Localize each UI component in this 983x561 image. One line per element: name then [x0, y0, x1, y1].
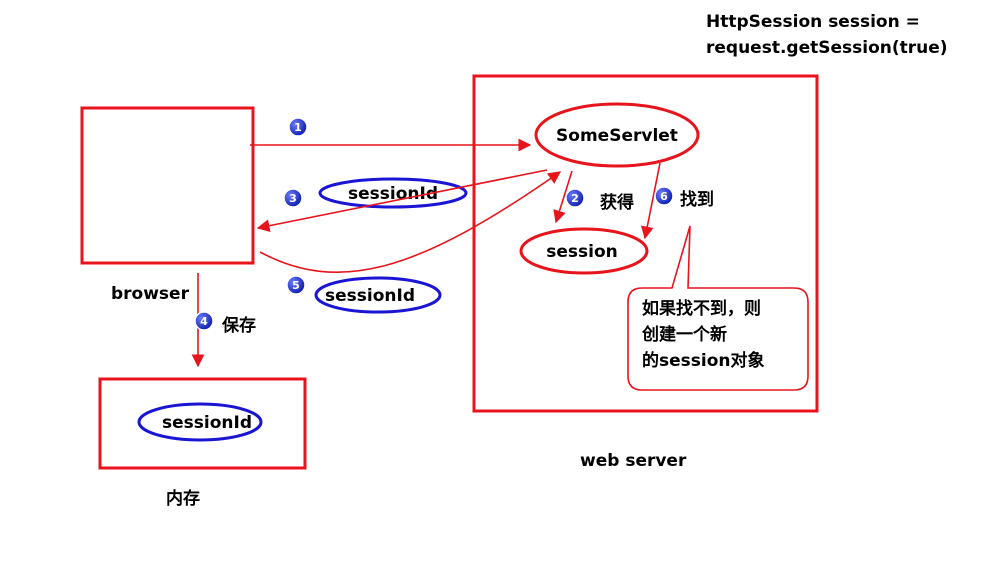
step-badge-1-number: 1 [294, 121, 302, 134]
step-badge-4: 4 [194, 311, 214, 331]
step6-text: 找到 [680, 189, 714, 210]
browser-box [80, 106, 255, 265]
code-line-2: request.getSession(true) [706, 38, 948, 58]
someservlet-label: SomeServlet [556, 126, 678, 146]
step-badge-2-number: 2 [571, 192, 579, 205]
browser-label: browser [111, 284, 190, 304]
arrow-step3 [256, 169, 548, 233]
sessionid-step3-node [318, 177, 468, 209]
callout-line-2: 创建一个新 [641, 324, 727, 345]
someservlet-node [534, 102, 700, 168]
step-badge-2: 2 [565, 188, 585, 208]
memory-label: 内存 [166, 488, 200, 509]
step2-text: 获得 [600, 192, 634, 213]
arrow-step5 [259, 171, 562, 274]
step-badge-3: 3 [283, 188, 303, 208]
callout-line-1: 如果找不到，则 [642, 298, 761, 319]
memory-box [98, 377, 307, 470]
step-badge-5: 5 [286, 275, 306, 295]
step-badge-3-number: 3 [289, 192, 297, 205]
sessionid-step5-label: sessionId [325, 286, 415, 306]
step-badge-6-number: 6 [660, 190, 668, 203]
step4-text: 保存 [221, 315, 256, 336]
web-server-box [472, 74, 819, 413]
step-badge-5-number: 5 [292, 279, 300, 292]
step-badge-6: 6 [654, 186, 674, 206]
sessionid-step5-node [314, 276, 442, 314]
sessionid-memory-label: sessionId [162, 413, 252, 433]
session-label: session [546, 242, 618, 262]
sessionid-memory-node [137, 402, 263, 442]
web-server-label: web server [580, 451, 687, 471]
code-line-1: HttpSession session = [706, 12, 920, 32]
callout-bubble [627, 225, 809, 391]
arrow-step6 [640, 162, 661, 240]
step-badge-1: 1 [288, 117, 308, 137]
sessionid-step3-label: sessionId [348, 184, 438, 204]
arrow-step2 [553, 170, 573, 224]
session-node [519, 227, 649, 275]
step-badge-4-number: 4 [200, 315, 208, 328]
callout-line-3: 的session对象 [642, 350, 765, 371]
